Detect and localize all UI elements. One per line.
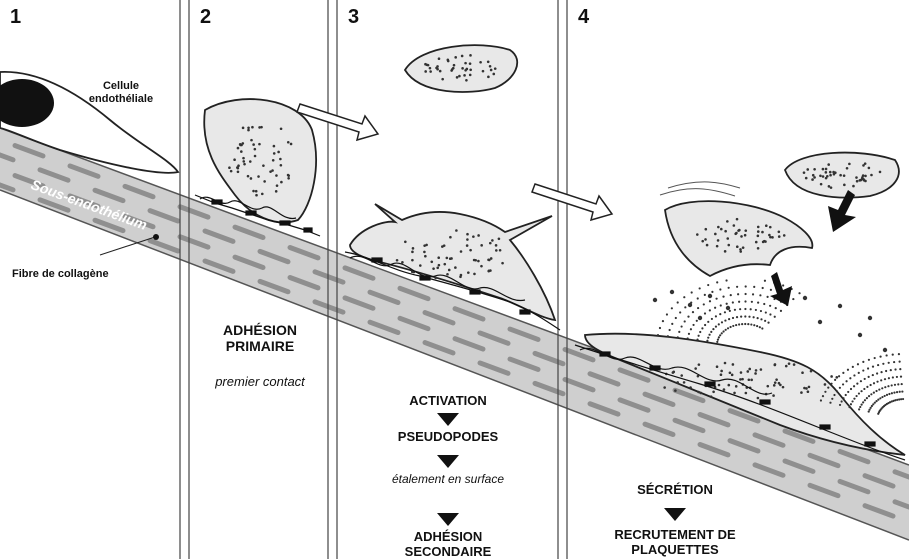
panel-number-2: 2 — [200, 6, 211, 29]
platelet-circulating-3 — [405, 45, 517, 92]
secretion-label: SÉCRÉTION — [605, 483, 745, 498]
spreading-label: étalement en surface — [388, 473, 508, 487]
recruitment-label: RECRUTEMENT DE PLAQUETTES — [590, 528, 760, 558]
collagen-label: Fibre de collagène — [12, 268, 172, 281]
platelet-circulating-4 — [785, 153, 899, 198]
down-arrow-3 — [437, 513, 459, 526]
first-contact-label: premier contact — [210, 375, 310, 390]
panel-number-4: 4 — [578, 6, 589, 29]
hollow-arrow-2 — [532, 184, 612, 220]
activation-label: ACTIVATION — [378, 394, 518, 409]
down-arrow-2 — [437, 455, 459, 468]
cell-label: Cellule endothéliale — [76, 80, 166, 105]
down-arrow-4 — [664, 508, 686, 521]
down-arrow-1 — [437, 413, 459, 426]
pseudopods-label: PSEUDOPODES — [365, 430, 531, 445]
panel-number-1: 1 — [10, 6, 21, 29]
secondary-adhesion-label: ADHÉSION SECONDAIRE — [382, 530, 514, 560]
panel-number-3: 3 — [348, 6, 359, 29]
primary-adhesion-label: ADHÉSION PRIMAIRE — [200, 322, 320, 354]
platelet-recruited — [660, 182, 812, 276]
solid-arrow-2 — [770, 272, 792, 306]
